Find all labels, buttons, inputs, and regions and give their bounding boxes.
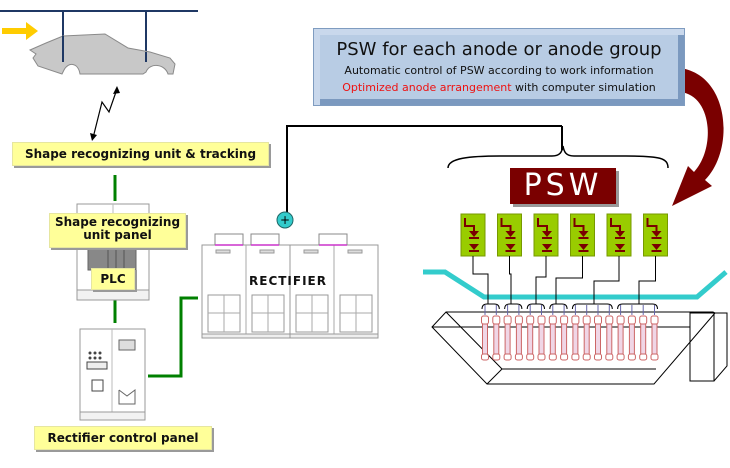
rectifier-cabinets-icon	[201, 233, 379, 339]
direction-arrow-icon	[2, 22, 38, 40]
psw-switch-icon	[497, 213, 522, 257]
label-shape-unit-tracking: Shape recognizing unit & tracking	[12, 142, 269, 166]
anode-icon	[548, 305, 557, 361]
feedback-arrow-icon	[672, 68, 724, 206]
anode-icon	[492, 305, 501, 361]
rectifier-control-cabinet-icon	[79, 328, 146, 421]
anode-group-bracket	[481, 303, 500, 310]
anode-icon	[639, 305, 648, 361]
rectifier-busbar	[214, 233, 244, 246]
curly-brace	[447, 145, 669, 169]
anode-group-bracket	[571, 303, 613, 310]
psw-info-highlight: Optimized anode arrangement	[342, 81, 512, 94]
anode-icon	[605, 305, 614, 361]
anode-icon	[537, 305, 546, 361]
anode-group-bracket	[617, 303, 658, 310]
psw-switch-icon	[643, 213, 668, 257]
anode-group-bracket	[504, 303, 523, 310]
label-shape-unit-panel: Shape recognizing unit panel	[49, 213, 186, 248]
psw-switch-icon	[460, 213, 486, 257]
plating-tank-icon	[431, 311, 728, 385]
psw-wire	[509, 256, 512, 304]
psw-switches	[460, 213, 668, 257]
label-shape-unit-panel-line2: unit panel	[83, 228, 152, 242]
anode-icon	[526, 305, 535, 361]
psw-switch-icon	[533, 213, 559, 257]
anode-icon	[594, 305, 602, 361]
anode-icon	[503, 305, 512, 361]
psw-switch-icon	[606, 213, 632, 257]
psw-wire	[555, 256, 583, 304]
psw-switch-icon	[570, 213, 595, 257]
psw-info-box: PSW for each anode or anode group Automa…	[313, 28, 685, 106]
label-psw: PSW	[510, 168, 616, 204]
psw-info-line2: Automatic control of PSW according to wo…	[344, 64, 654, 77]
wireless-signal-icon	[92, 88, 118, 139]
anode-icon	[481, 305, 489, 361]
power-line	[286, 125, 562, 213]
anode-icon	[582, 305, 591, 361]
label-shape-unit-panel-line1: Shape recognizing	[54, 215, 181, 229]
anode-icon	[627, 305, 636, 361]
label-rectifier-control-panel: Rectifier control panel	[34, 426, 212, 450]
psw-wire	[535, 256, 547, 304]
svg-text:+: +	[280, 213, 290, 227]
anode-group-bracket	[526, 303, 545, 310]
psw-wires	[472, 256, 658, 310]
psw-info-line3-rest: with computer simulation	[511, 81, 656, 94]
label-rectifier: RECTIFIER	[249, 274, 327, 288]
anode-group-bracket	[549, 303, 568, 310]
anode-icon	[571, 305, 580, 361]
anode-icon	[514, 305, 523, 361]
rectifier-busbar	[250, 233, 280, 246]
anode-icon	[650, 305, 659, 361]
anodes	[481, 305, 659, 361]
car-body-icon	[28, 33, 176, 75]
green-connector-3	[148, 296, 198, 378]
positive-terminal-icon	[276, 211, 294, 229]
psw-wire	[472, 256, 489, 304]
rectifier-busbar	[318, 233, 348, 246]
psw-info-title: PSW for each anode or anode group	[336, 39, 662, 60]
anode-icon	[616, 305, 625, 361]
anode-icon	[560, 305, 569, 361]
label-plc: PLC	[91, 268, 135, 290]
psw-wire	[638, 256, 656, 304]
psw-wire	[593, 256, 620, 304]
liquid-surface	[423, 269, 694, 300]
